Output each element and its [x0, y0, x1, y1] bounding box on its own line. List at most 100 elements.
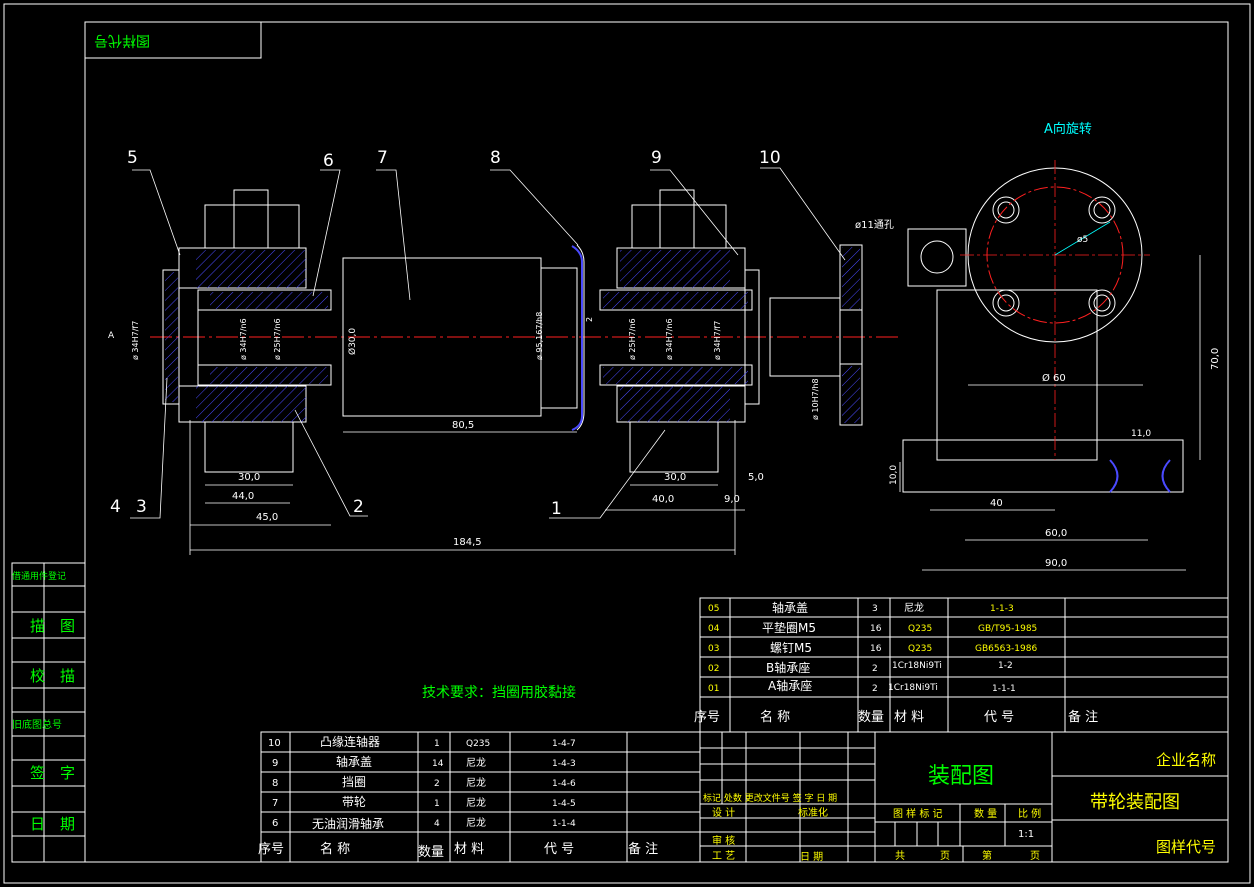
bom-upper-row-03: 03 螺钉M5 16 Q235 GB6563-1986	[708, 641, 1037, 655]
label-stage: 图 样 标 记	[893, 807, 943, 820]
bom-upper-qty: 16	[870, 644, 882, 654]
stamp-drawing-code: 图样代号	[94, 32, 150, 48]
bom-lower-no: 9	[272, 758, 278, 769]
bom-lower-qty: 4	[434, 819, 440, 829]
bom-upper-name: A轴承座	[768, 678, 812, 693]
balloon-8: 8	[490, 148, 501, 168]
bom-upper-qty: 16	[870, 624, 882, 634]
bom-lower-mat: 尼龙	[466, 816, 486, 829]
bom-lower-name: 无油润滑轴承	[312, 816, 384, 831]
dim-r-w90: 90,0	[1045, 558, 1067, 569]
bom-upper-code: GB/T95-1985	[978, 624, 1037, 634]
label-design: 设 计	[712, 806, 735, 819]
main-dimension-lines	[189, 420, 745, 555]
dim-40-left: 40,0	[652, 494, 674, 505]
dim-r-h70: 70,0	[1210, 348, 1221, 370]
bom-lower-name: 挡圈	[342, 775, 366, 789]
balloon-3: 3	[136, 497, 147, 517]
balloon-leaders	[130, 167, 846, 519]
bom-upper-qty: 3	[872, 604, 878, 614]
drawing-title: 带轮装配图	[1090, 792, 1180, 813]
fit-34h7f7-right: ø 34H7/f7	[713, 321, 722, 360]
label-no: 第	[982, 849, 992, 862]
bom-upper-name: 平垫圈M5	[762, 620, 816, 635]
label-review: 审 核	[712, 834, 735, 847]
balloon-7: 7	[377, 148, 388, 168]
revision-labels: 标记 处数 更改文件号 签 字 日 期	[703, 792, 837, 804]
bom-upper-row-05: 05 轴承盖 3 尼龙 1-1-3	[708, 600, 1014, 615]
bom-lower-no: 10	[268, 738, 281, 749]
label-weight: 数 量	[974, 807, 997, 820]
bom-upper-h-note: 备 注	[1068, 709, 1098, 725]
bom-lower-qty: 2	[434, 779, 440, 789]
balloon-5: 5	[127, 148, 138, 168]
bom-upper-qty: 2	[872, 684, 878, 694]
dim-r-w11: 11,0	[1131, 429, 1151, 439]
bom-upper-row-04: 04 平垫圈M5 16 Q235 GB/T95-1985	[708, 620, 1037, 635]
company-name: 企业名称	[1156, 751, 1216, 769]
bom-lower-name: 轴承盖	[336, 754, 372, 769]
dim-44: 44,0	[232, 491, 254, 502]
left-col-date: 日 期	[30, 815, 75, 833]
pulley-body	[342, 244, 585, 431]
bom-lower-h-mat: 材 料	[454, 842, 484, 857]
balloon-1: 1	[551, 499, 562, 519]
bom-upper-qty: 2	[872, 664, 878, 674]
label-total: 共	[895, 850, 905, 862]
bom-upper-no: 01	[708, 684, 719, 694]
bom-upper-code: 1-1-3	[990, 604, 1014, 614]
bom-lower-code: 1-4-3	[552, 759, 576, 769]
bom-lower-code: 1-4-7	[552, 739, 576, 749]
bom-upper-row-01: 01 A轴承座 2 1Cr18Ni9Ti 1-1-1	[708, 678, 1016, 694]
fit-pulley: ø 95,167/h8	[535, 312, 544, 360]
label-standard: 标准化	[798, 806, 828, 819]
balloon-2: 2	[353, 497, 364, 517]
bom-upper-no: 04	[708, 624, 720, 634]
bom-lower-code: 1-4-6	[552, 779, 576, 789]
dim-2: 2	[585, 317, 594, 322]
bom-upper-name: 螺钉M5	[770, 641, 812, 655]
dim-r-h10: 10,0	[889, 465, 899, 485]
bom-upper-name: 轴承盖	[772, 600, 808, 615]
bom-upper-h-no: 序号	[694, 710, 720, 725]
bom-lower-h-qty: 数量	[418, 845, 444, 860]
bom-lower-row-8: 8 挡圈 2 尼龙 1-4-6	[272, 775, 576, 789]
bom-lower-h-no: 序号	[258, 842, 284, 857]
fit-34h7n6-left: ø 34H7/n6	[239, 318, 248, 360]
bom-upper-code: GB6563-1986	[975, 644, 1037, 654]
hole-note: ø11通孔	[855, 219, 894, 231]
bom-lower-row-10: 10 凸缘连轴器 1 Q235 1-4-7	[268, 734, 576, 749]
tech-requirement: 技术要求：挡圈用胶黏接	[422, 684, 576, 701]
bom-lower-qty: 1	[434, 799, 440, 809]
retainer-ring	[571, 245, 583, 431]
dim-9: 9,0	[724, 494, 740, 505]
bom-lower-qty: 14	[432, 759, 444, 769]
dim-r-d60: Ø 60	[1042, 372, 1066, 384]
left-signature-column	[11, 562, 86, 863]
left-col-check: 校 描	[30, 667, 75, 685]
drawing-code: 图样代号	[1156, 838, 1216, 856]
bom-upper-no: 05	[708, 604, 719, 614]
bom-lower-mat: Q235	[466, 739, 490, 749]
bom-upper-h-mat: 材 料	[894, 710, 924, 725]
dim-5: 5,0	[748, 472, 764, 483]
bom-upper-mat: Q235	[908, 644, 932, 654]
fit-25h7n6-right: ø 25H7/n6	[628, 318, 637, 360]
bom-upper-h-qty: 数量	[858, 710, 884, 725]
view-a-label: A向旋转	[1044, 121, 1092, 137]
flange-coupling	[769, 244, 863, 426]
bom-lower-code: 1-1-4	[552, 819, 576, 829]
dim-r-w40: 40	[990, 498, 1003, 509]
bom-upper-row-02: 02 B轴承座 2 1Cr18Ni9Ti 1-2	[708, 660, 1013, 675]
balloon-9: 9	[651, 148, 662, 168]
bom-upper-name: B轴承座	[766, 660, 810, 675]
bom-lower-mat: 尼龙	[466, 776, 486, 789]
balloon-6: 6	[323, 151, 334, 171]
bom-upper-header: 序号 名 称 数量 材 料 代 号 备 注	[694, 709, 1098, 725]
bom-lower-code: 1-4-5	[552, 799, 576, 809]
bom-lower-header: 序号 名 称 数量 材 料 代 号 备 注	[258, 841, 658, 860]
bom-lower-row-6: 6 无油润滑轴承 4 尼龙 1-1-4	[272, 816, 576, 831]
dim-shaft-30: Ø30,0	[347, 328, 358, 355]
dim-80-5: 80,5	[452, 420, 474, 431]
